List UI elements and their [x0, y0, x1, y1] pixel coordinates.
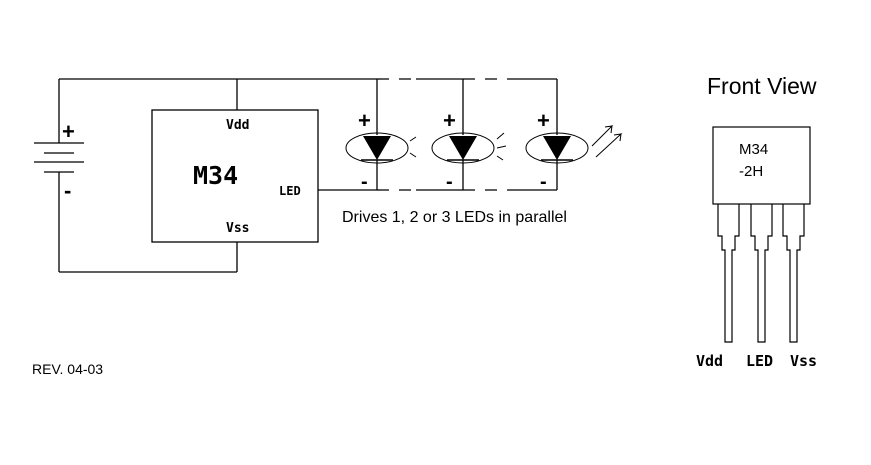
chip-box	[151, 109, 319, 243]
revision-label: REV. 04-03	[32, 361, 103, 377]
led-1	[345, 79, 417, 190]
package-marking-line2: -2H	[739, 163, 763, 180]
caption-text: Drives 1, 2 or 3 LEDs in parallel	[342, 209, 567, 226]
battery-minus-label: -	[64, 178, 71, 203]
led-1-minus-label: -	[361, 171, 368, 193]
package-body	[712, 126, 811, 205]
led-1-plus-label: +	[358, 108, 371, 133]
battery-plus-label: +	[62, 119, 75, 144]
led-2	[431, 79, 507, 190]
front-view-title: Front View	[707, 73, 817, 99]
package-pin-label-vss: Vss	[790, 352, 817, 370]
package-lead-vss	[782, 204, 805, 343]
package-lead-vdd	[717, 204, 740, 343]
package-marking-line1: M34	[739, 141, 768, 158]
wires	[58, 78, 557, 273]
chip-pin-vss-label: Vss	[226, 221, 249, 236]
chip-pin-vdd-label: Vdd	[226, 118, 249, 133]
led-2-minus-label: -	[446, 171, 453, 193]
package-front-view	[712, 126, 811, 343]
led-2-plus-label: +	[443, 108, 456, 133]
package-pin-label-vdd: Vdd	[696, 352, 723, 370]
battery-symbol	[34, 142, 84, 173]
led-3	[525, 79, 623, 190]
led-3-plus-label: +	[537, 108, 550, 133]
package-lead-led	[750, 204, 773, 343]
chip-pin-led-label: LED	[279, 184, 301, 198]
chip-name: M34	[193, 161, 238, 190]
package-pin-label-led: LED	[746, 352, 773, 370]
led-3-minus-label: -	[540, 171, 547, 193]
